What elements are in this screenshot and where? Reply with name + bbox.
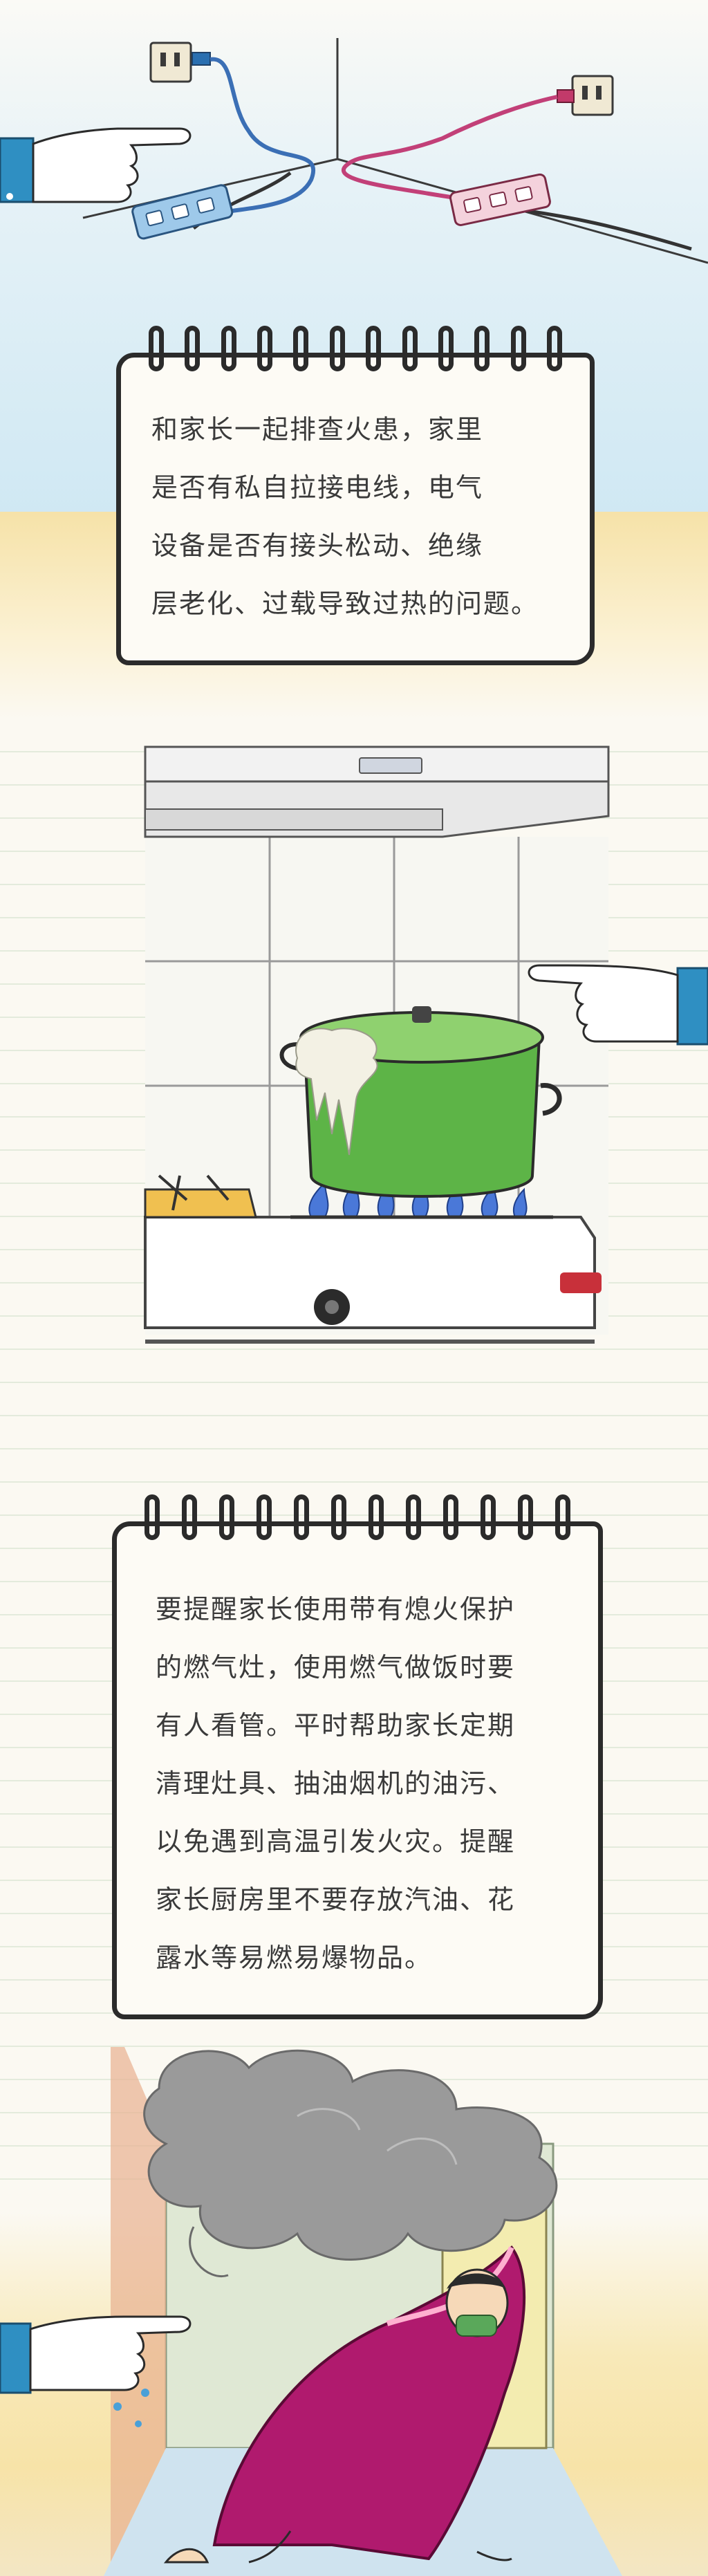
wiring-illustration	[0, 38, 708, 264]
note-line: 露水等易燃易爆物品。	[156, 1943, 433, 1973]
binding-ring	[257, 1494, 272, 1540]
binding-ring	[402, 326, 418, 371]
kitchen-tip-text: 要提醒家长使用带有熄火保护 的燃气灶，使用燃气做饭时要 有人看管。平时帮助家长定…	[156, 1580, 515, 1987]
gas-stove-icon	[144, 1174, 602, 1344]
boiling-pot-icon	[279, 1006, 562, 1198]
pointing-hand-icon	[528, 964, 708, 1046]
kitchen-tip-note: 要提醒家长使用带有熄火保护 的燃气灶，使用燃气做饭时要 有人看管。平时帮助家长定…	[112, 1494, 603, 2019]
binding-ring	[182, 1494, 197, 1540]
binding-ring	[481, 1494, 496, 1540]
pointing-hand-icon	[0, 127, 192, 203]
binding-ring	[366, 326, 382, 371]
kitchen-illustration	[144, 745, 708, 1344]
escaping-child-icon	[163, 2245, 526, 2564]
binding-ring	[474, 326, 490, 371]
binding-ring	[221, 326, 236, 371]
binding-ring	[518, 1494, 533, 1540]
binding-ring	[149, 326, 164, 371]
binding-ring	[257, 326, 273, 371]
spiral-binding	[145, 1494, 570, 1546]
binding-ring	[555, 1494, 570, 1540]
pointing-hand-icon	[0, 2315, 192, 2394]
binding-ring	[293, 326, 309, 371]
binding-ring	[546, 326, 562, 371]
note-line: 的燃气灶，使用燃气做饭时要	[156, 1652, 516, 1683]
binding-ring	[438, 326, 454, 371]
wall-socket-icon	[571, 75, 614, 116]
note-line: 是否有私自拉接电线，电气	[151, 472, 484, 503]
note-line: 以免遇到高温引发火灾。提醒	[156, 1826, 516, 1857]
binding-ring	[443, 1494, 458, 1540]
note-line: 家长厨房里不要存放汽油、花	[156, 1884, 516, 1915]
wall-socket-icon	[149, 41, 192, 83]
power-strip-icon	[449, 173, 551, 226]
range-hood-icon	[144, 745, 610, 838]
binding-ring	[329, 326, 345, 371]
note-line: 层老化、过载导致过热的问题。	[151, 589, 539, 619]
binding-ring	[510, 326, 526, 371]
note-line: 有人看管。平时帮助家长定期	[156, 1710, 516, 1741]
binding-ring	[185, 326, 201, 371]
binding-ring	[294, 1494, 309, 1540]
smoke-cloud-icon	[143, 2049, 558, 2277]
wiring-tip-text: 和家长一起排查火患，家里 是否有私自拉接电线，电气 设备是否有接头松动、绝缘 层…	[151, 400, 539, 633]
note-line: 要提醒家长使用带有熄火保护	[156, 1594, 516, 1624]
binding-ring	[219, 1494, 234, 1540]
binding-ring	[331, 1494, 346, 1540]
binding-ring	[145, 1494, 160, 1540]
note-line: 清理灶具、抽油烟机的油污、	[156, 1768, 516, 1799]
note-line: 和家长一起排查火患，家里	[151, 414, 484, 445]
power-strip-icon	[131, 184, 234, 240]
note-line: 设备是否有接头松动、绝缘	[151, 530, 484, 561]
binding-ring	[406, 1494, 421, 1540]
binding-ring	[369, 1494, 384, 1540]
spiral-binding	[149, 326, 562, 377]
wiring-tip-note: 和家长一起排查火患，家里 是否有私自拉接电线，电气 设备是否有接头松动、绝缘 层…	[116, 326, 595, 665]
escape-illustration	[0, 2047, 622, 2576]
